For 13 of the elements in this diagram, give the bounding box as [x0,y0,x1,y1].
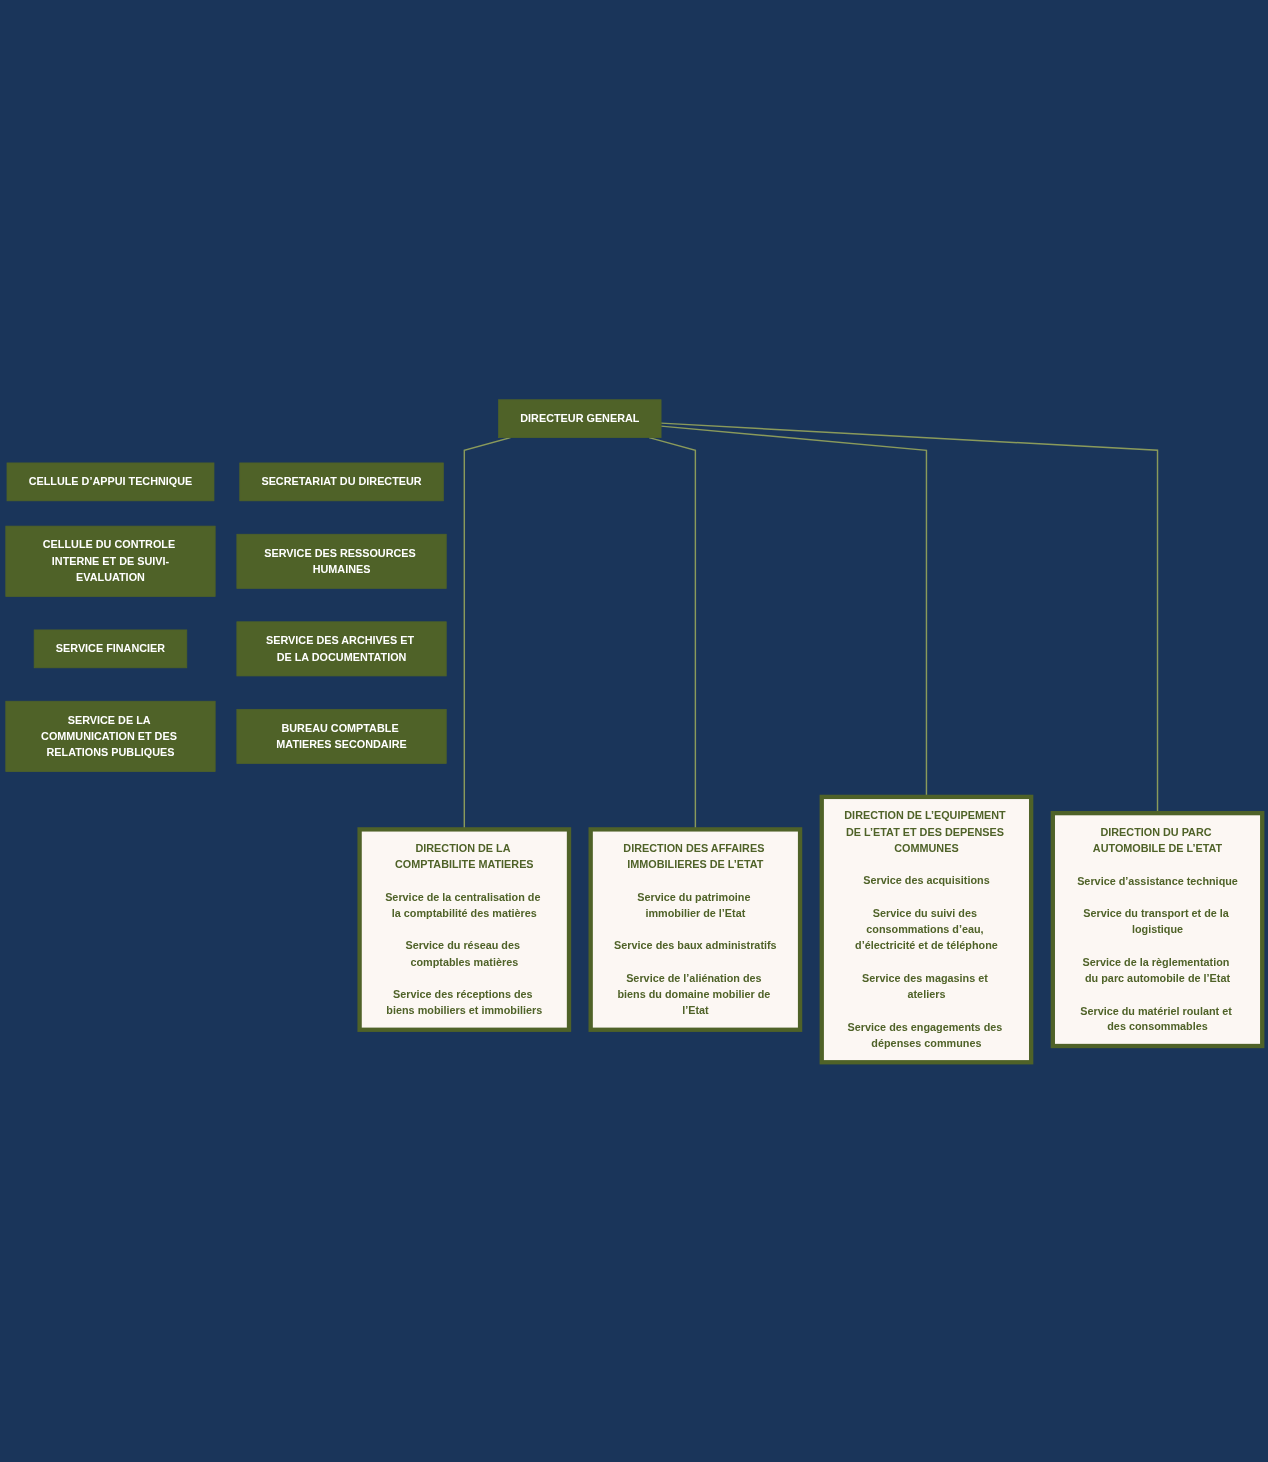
node-box: SERVICE DE LA COMMUNICATION ET DES RELATIONS PUBLIQUES [5,700,216,772]
node-box: SECRETARIAT DU DIRECTEUR [239,462,444,502]
node-box: SERVICE FINANCIER [33,629,188,669]
node-box: DIRECTION DES AFFAIRES IMMOBILIERES DE L’ETAT Service du patrimoine immobilier de l’Etat Service des baux administratifs Service de l’aliénation des biens du domaine mobilier de l’Etat [588,827,803,1032]
node-box: DIRECTION DU PARC AUTOMOBILE DE L’ETAT Service d’assistance technique Service du transport et de la logistique Service de la règlementation du parc automobile de l’Etat Service du matériel roulant et des consommables [1050,810,1265,1049]
node-box: CELLULE D’APPUI TECHNIQUE [6,462,215,502]
node-box: DIRECTEUR GENERAL [498,399,662,438]
node-box: DIRECTION DE LA COMPTABILITE MATIERES Service de la centralisation de la comptabilité des matières Service du réseau des comptables matières Service des réceptions des biens mobiliers et immobiliers [357,827,572,1032]
node-box: DIRECTION DE L’EQUIPEMENT DE L’ETAT ET DES DEPENSES COMMUNES Service des acquisitions Service du suivi des consommations d’eau, d’électricité et de téléphone Service des magasins et ateliers Service des engagements des dépenses communes [819,794,1034,1065]
node-box: CELLULE DU CONTROLE INTERNE ET DE SUIVI-EVALUATION [5,525,216,597]
node-box: SERVICE DES RESSOURCES HUMAINES [236,533,447,589]
node-box: SERVICE DES ARCHIVES ET DE LA DOCUMENTATION [236,621,447,677]
node-box: BUREAU COMPTABLE MATIERES SECONDAIRE [236,709,447,764]
